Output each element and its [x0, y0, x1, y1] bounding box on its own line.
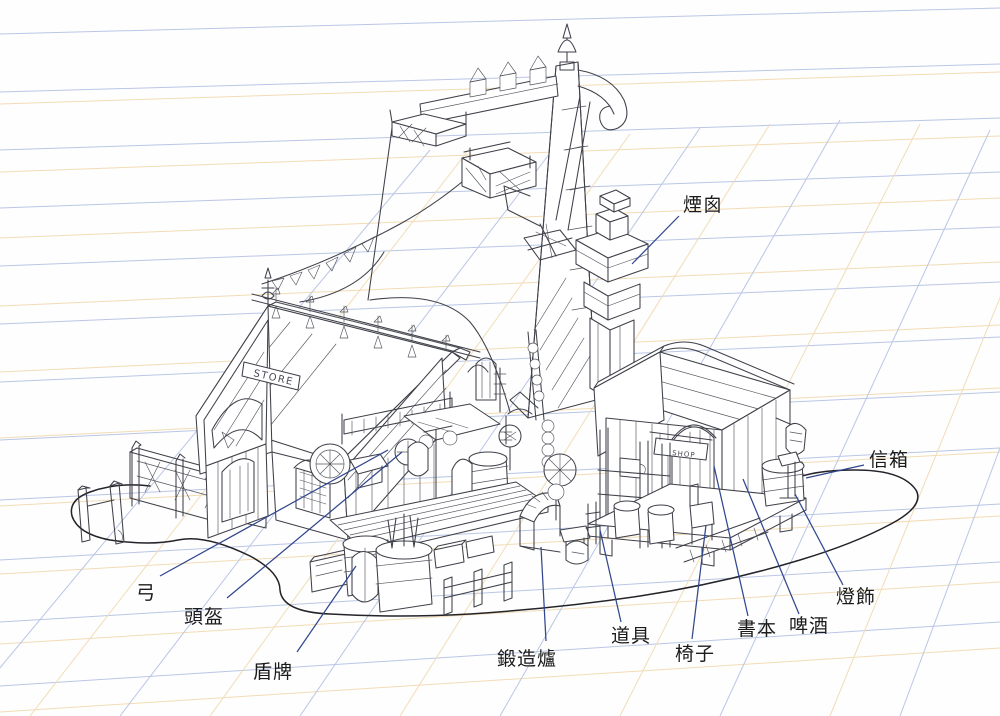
annotation-label-tools: 道具	[611, 625, 652, 647]
leader-line-mailbox	[805, 464, 865, 479]
tower	[367, 23, 628, 419]
annotation-label-lamp: 燈飾	[836, 586, 877, 608]
annotation-label-forge: 鍛造爐	[497, 648, 558, 670]
annotation-label-chimney: 煙囪	[683, 194, 724, 216]
annotation-label-helmet: 頭盔	[184, 606, 225, 628]
leader-line-chair	[691, 524, 707, 640]
annotation-label-shield: 盾牌	[253, 661, 294, 683]
leader-line-helmet	[226, 451, 403, 599]
foreground-props	[309, 513, 513, 616]
annotation-label-chair: 椅子	[675, 643, 716, 665]
smith-building	[587, 341, 807, 567]
left-fence	[77, 440, 267, 545]
forge-arch	[519, 329, 601, 565]
store-building	[195, 169, 511, 541]
annotation-label-mailbox: 信箱	[869, 449, 910, 471]
leader-line-beer	[742, 478, 800, 615]
annotation-label-beer: 啤酒	[789, 615, 830, 637]
leader-line-books	[713, 465, 749, 617]
leader-line-chimney	[631, 215, 680, 265]
wire-accents	[467, 357, 533, 445]
perspective-grid	[0, 7, 1000, 716]
annotation-label-books: 書本	[737, 618, 778, 640]
leader-line-shield	[296, 565, 357, 653]
leader-line-bow	[159, 449, 389, 577]
leader-line-forge	[540, 546, 547, 642]
leader-line-lamp	[794, 493, 844, 586]
annotation-label-bow: 弓	[136, 582, 157, 604]
shop-sign-text: SHOP	[672, 449, 696, 459]
leader-line-tools	[599, 529, 622, 623]
callout-leader-lines	[159, 215, 865, 653]
